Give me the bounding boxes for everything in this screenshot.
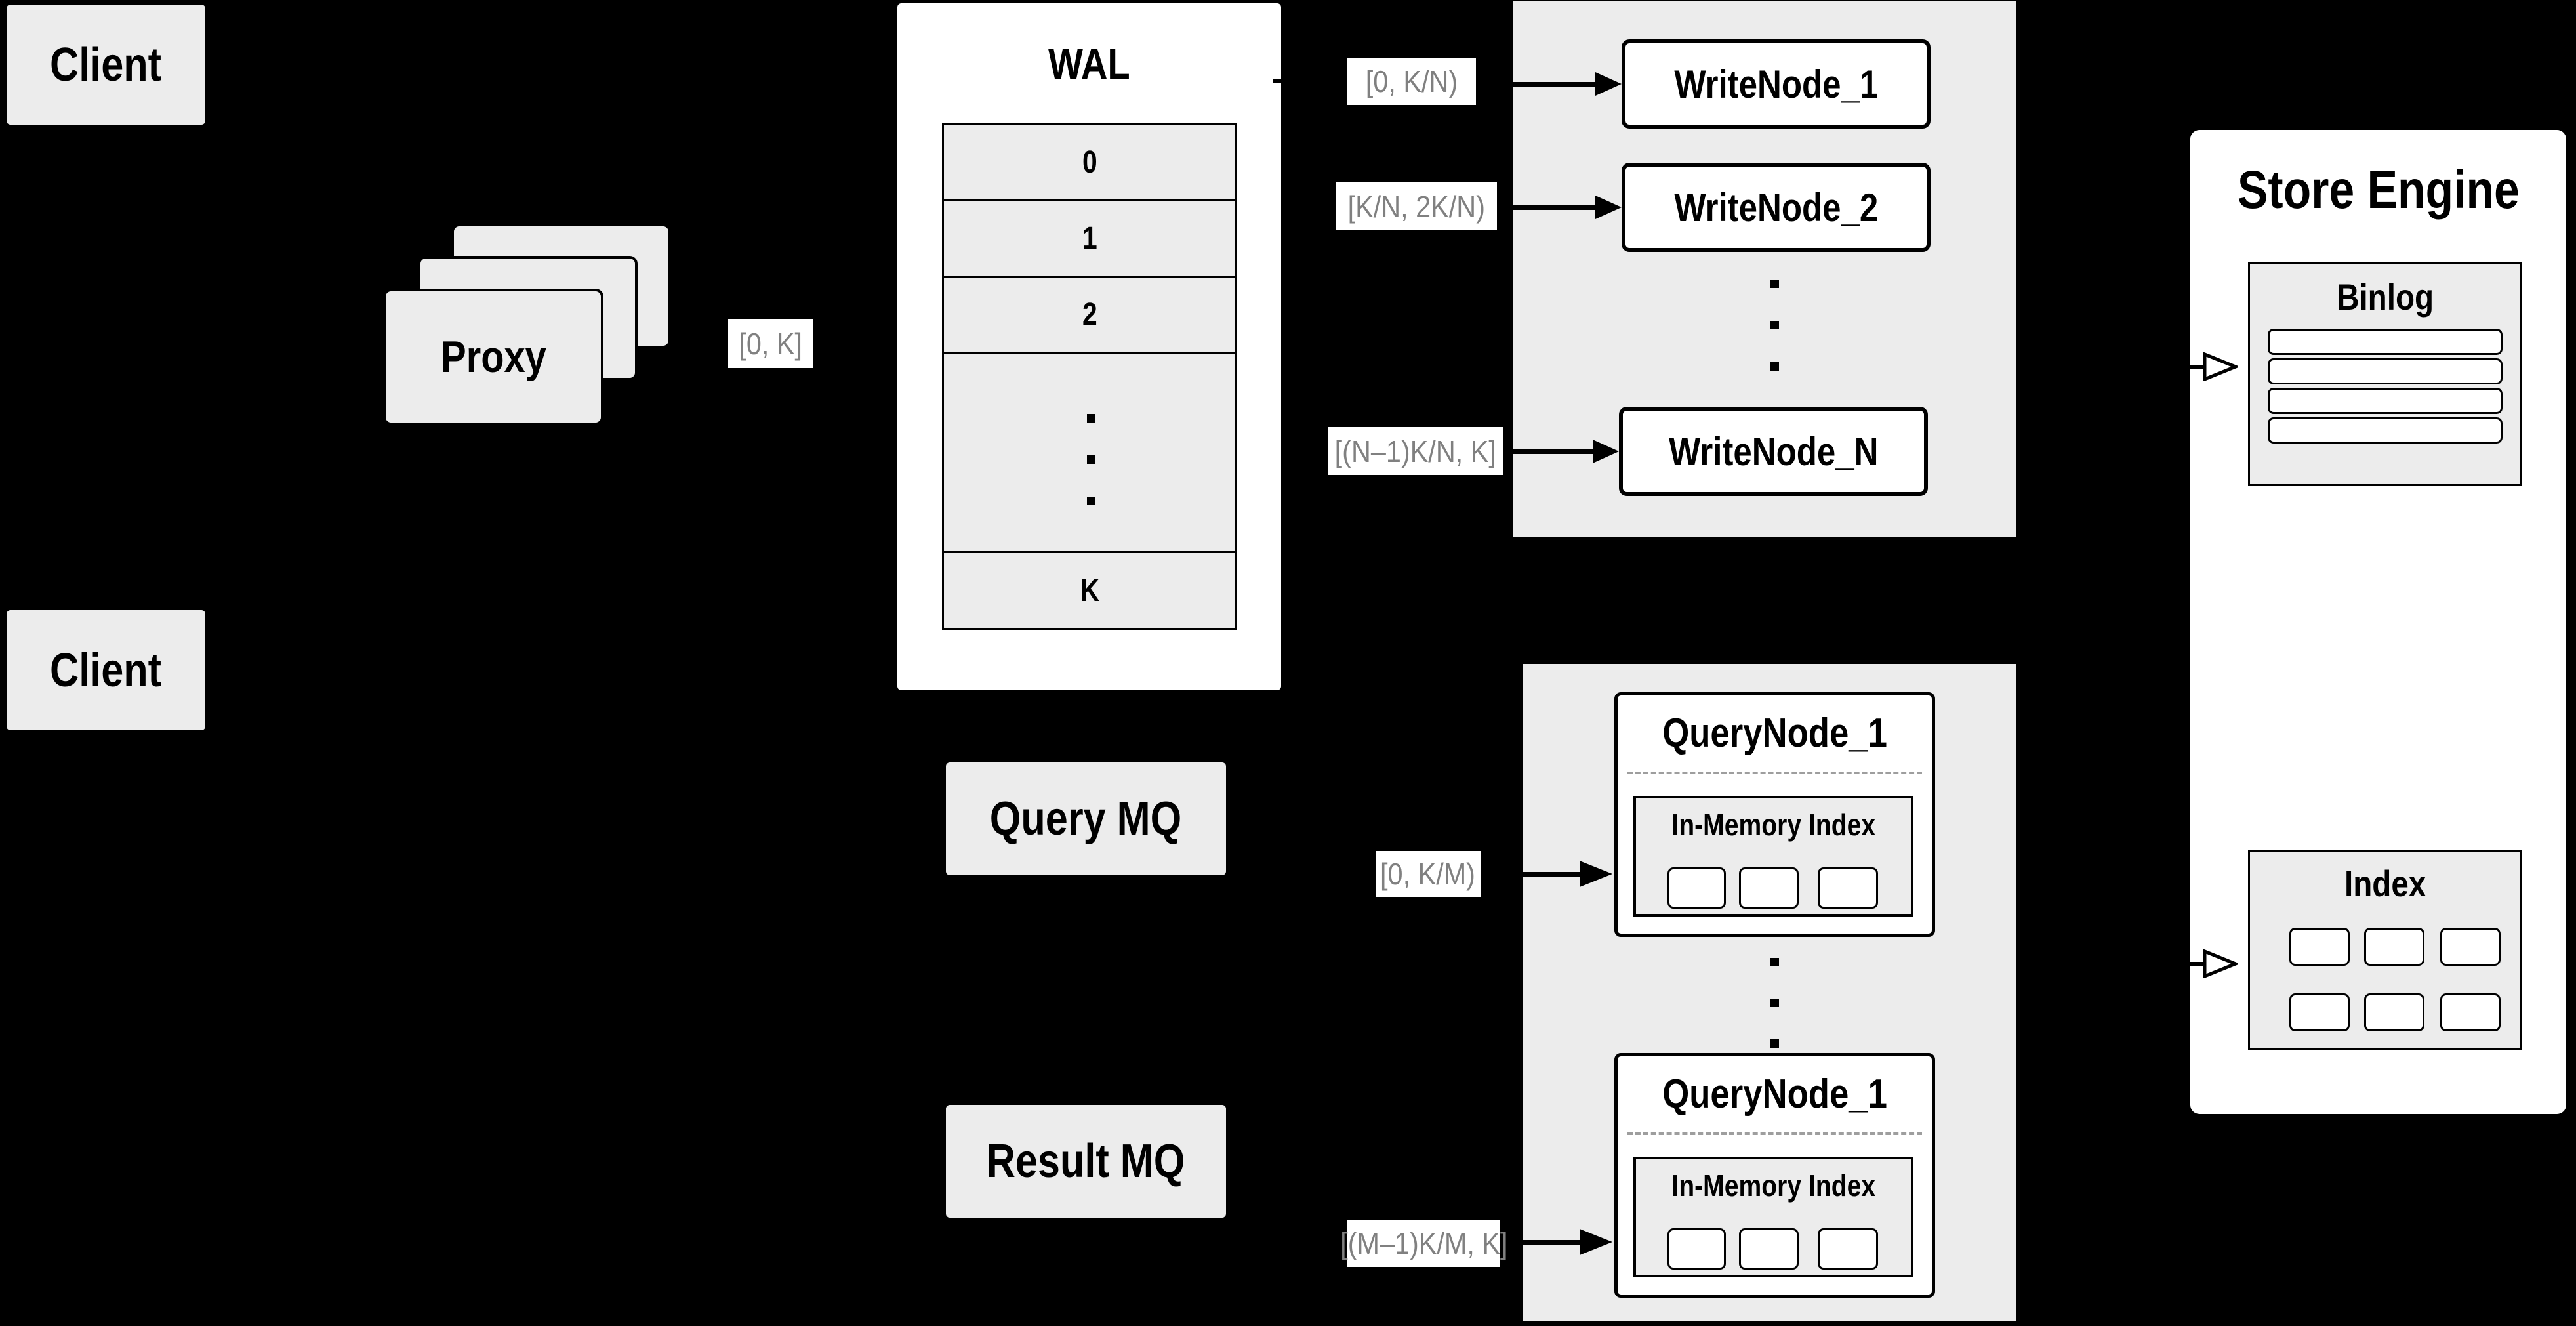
arrow-head-write-n xyxy=(1593,440,1619,463)
arrow-line-index xyxy=(2125,962,2205,966)
binlog-title: Binlog xyxy=(2336,276,2434,318)
range-label-write-2: [K/N, 2K/N) xyxy=(1336,182,1497,230)
store-engine-title: Store Engine xyxy=(2237,160,2520,220)
arrow-head-query-1 xyxy=(1580,861,1612,887)
wal-out-line-stub xyxy=(1273,79,1284,83)
range-label-proxy-out: [0, K] xyxy=(728,319,813,368)
range-label-query-m: [(M–1)K/M, K] xyxy=(1340,1220,1507,1267)
ellipsis-dot xyxy=(1770,1039,1779,1048)
query-node-1-inmemory-title: In-Memory Index xyxy=(1671,808,1875,842)
client-bottom-label: Client xyxy=(50,644,162,697)
segment-cell xyxy=(1667,1228,1726,1270)
proxy-label: Proxy xyxy=(440,332,546,382)
range-label-write-n: [(N–1)K/N, K] xyxy=(1328,427,1503,475)
arrow-line-query-1 xyxy=(1477,872,1582,877)
index-cell xyxy=(2440,993,2501,1031)
segment-cell xyxy=(1667,867,1726,909)
ellipsis-dot xyxy=(1770,958,1779,966)
segment-cell xyxy=(1739,867,1799,909)
arrow-head-write-1 xyxy=(1595,72,1622,96)
query-node-2-title: QueryNode_1 xyxy=(1662,1071,1887,1117)
ellipsis-dot xyxy=(1770,362,1779,371)
range-label-query-1: [0, K/M) xyxy=(1376,851,1481,897)
binlog-row xyxy=(2268,358,2503,384)
write-node-n: WriteNode_N xyxy=(1619,407,1928,496)
range-label-write-1: [0, K/N) xyxy=(1347,58,1476,105)
ellipsis-dot xyxy=(1087,497,1095,505)
index-cell xyxy=(2440,928,2501,966)
ellipsis-dot xyxy=(1087,455,1095,464)
index-cell xyxy=(2289,993,2350,1031)
result-mq-node: Result MQ xyxy=(946,1105,1226,1218)
binlog-row xyxy=(2268,329,2503,355)
proxy-node: Proxy xyxy=(383,289,603,425)
wal-segment-list: 0 1 2 K xyxy=(942,123,1237,630)
index-cell xyxy=(2364,928,2424,966)
arrow-line-write-2 xyxy=(1497,205,1598,210)
arrow-head-binlog-open xyxy=(2203,352,2238,381)
binlog-row xyxy=(2268,417,2503,444)
binlog-row xyxy=(2268,388,2503,414)
write-node-2: WriteNode_2 xyxy=(1622,163,1931,252)
client-node-top: Client xyxy=(7,5,205,125)
ellipsis-dot xyxy=(1770,280,1779,288)
wal-segment-row: 1 xyxy=(944,201,1235,278)
segment-cell xyxy=(1818,1228,1878,1270)
wal-segment-row: 0 xyxy=(944,125,1235,201)
query-node-1-title: QueryNode_1 xyxy=(1662,711,1887,756)
index-cell xyxy=(2364,993,2424,1031)
arrow-line-query-m xyxy=(1500,1240,1582,1245)
arrow-head-index-open xyxy=(2203,949,2238,978)
ellipsis-dot xyxy=(1087,414,1095,423)
index-title: Index xyxy=(2344,862,2426,904)
ellipsis-dot xyxy=(1770,999,1779,1007)
arrow-head-write-2 xyxy=(1595,196,1622,219)
query-node-2-inmemory-title: In-Memory Index xyxy=(1671,1169,1875,1203)
query-node-2-separator xyxy=(1627,1132,1922,1135)
wal-title: WAL xyxy=(1048,39,1130,88)
wal-segment-row: K xyxy=(944,553,1235,628)
arrow-line-binlog xyxy=(2125,365,2205,369)
query-node-1-separator xyxy=(1627,772,1922,774)
client-top-label: Client xyxy=(50,38,162,91)
query-mq-node: Query MQ xyxy=(946,762,1226,875)
write-node-1: WriteNode_1 xyxy=(1622,39,1931,129)
segment-cell xyxy=(1739,1228,1799,1270)
wal-ellipsis-row xyxy=(944,354,1235,553)
arrow-head-query-m xyxy=(1580,1229,1612,1255)
wal-segment-row: 2 xyxy=(944,278,1235,354)
index-cell xyxy=(2289,928,2350,966)
ellipsis-dot xyxy=(1770,321,1779,329)
client-node-bottom: Client xyxy=(7,610,205,730)
segment-cell xyxy=(1818,867,1878,909)
arrow-line-write-n xyxy=(1503,449,1595,454)
arrow-line-write-1 xyxy=(1476,82,1598,87)
